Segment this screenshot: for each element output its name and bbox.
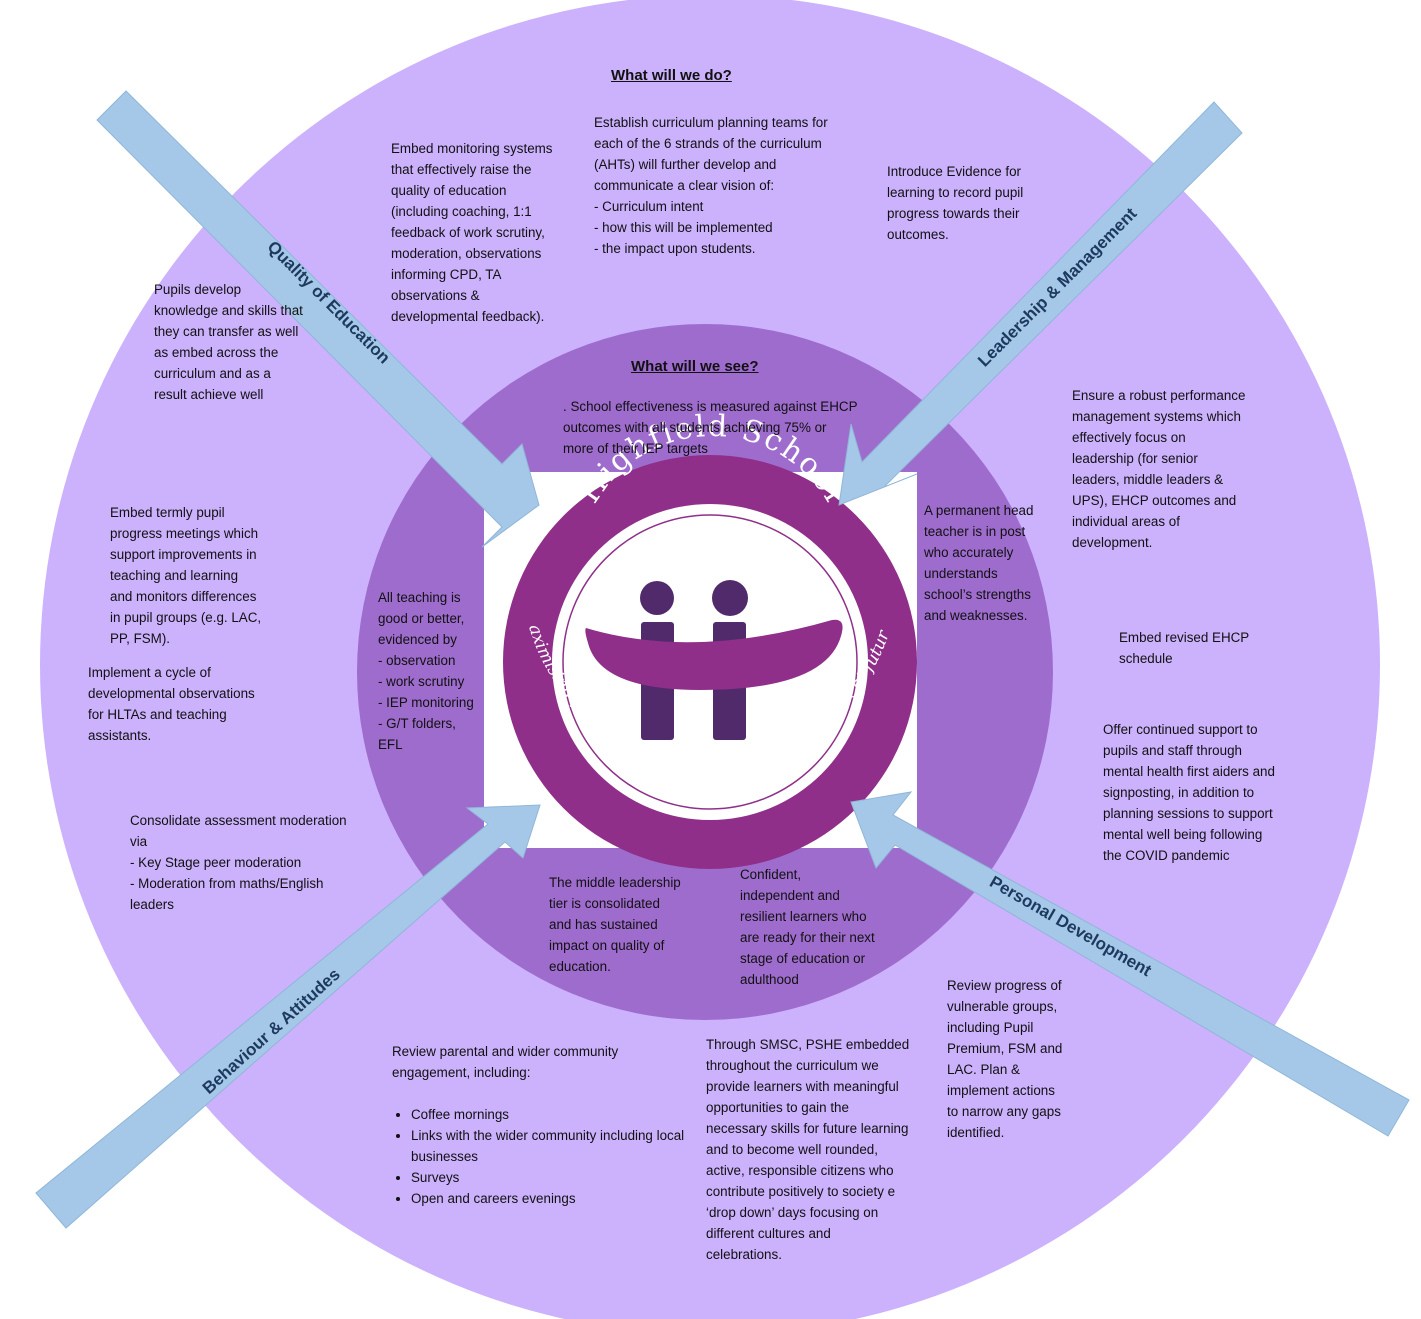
arrow-behaviour-shape bbox=[35, 804, 541, 1229]
text-observation-cycle: Implement a cycle of developmental obser… bbox=[88, 665, 255, 743]
parental-list: Coffee mornings Links with the wider com… bbox=[392, 1104, 697, 1209]
text-curriculum-teams: Establish curriculum planning teams for … bbox=[594, 115, 828, 256]
text-parental-engagement: Review parental and wider community enga… bbox=[392, 1020, 697, 1230]
text-ehcp-schedule: Embed revised EHCP schedule bbox=[1119, 630, 1250, 666]
list-item: Surveys bbox=[411, 1167, 697, 1188]
text-smsc-pshe: Through SMSC, PSHE embedded throughout t… bbox=[706, 1037, 910, 1262]
arrow-leadership-shape bbox=[838, 101, 1243, 506]
arrow-quality-shape bbox=[96, 90, 540, 548]
text-monitoring-systems: Embed monitoring systems that effectivel… bbox=[391, 141, 553, 324]
text-head-teacher: A permanent head teacher is in post who … bbox=[924, 503, 1034, 623]
text-all-teaching: All teaching is good or better, evidence… bbox=[378, 590, 474, 752]
text-pupils-develop: Pupils develop knowledge and skills that… bbox=[154, 282, 303, 402]
heading-what-will-we-do: What will we do? bbox=[611, 67, 732, 84]
logo-figure-head-left bbox=[640, 581, 674, 615]
logo-figure-head-right bbox=[712, 580, 748, 616]
text-vulnerable-groups: Review progress of vulnerable groups, in… bbox=[947, 978, 1063, 1140]
logo-smile bbox=[585, 619, 843, 690]
parental-intro: Review parental and wider community enga… bbox=[392, 1044, 619, 1080]
text-evidence-for-learning: Introduce Evidence for learning to recor… bbox=[887, 164, 1024, 242]
text-school-effectiveness: . School effectiveness is measured again… bbox=[563, 399, 858, 456]
logo-thin-ring bbox=[562, 514, 858, 810]
text-confident-learners: Confident, independent and resilient lea… bbox=[740, 867, 875, 987]
text-termly-meetings: Embed termly pupil progress meetings whi… bbox=[110, 505, 262, 646]
arrow-personal-shape bbox=[850, 791, 1410, 1137]
text-middle-leadership: The middle leadership tier is consolidat… bbox=[549, 875, 681, 974]
text-performance-management: Ensure a robust performance management s… bbox=[1072, 388, 1246, 550]
list-item: Links with the wider community including… bbox=[411, 1125, 697, 1167]
list-item: Open and careers evenings bbox=[411, 1188, 697, 1209]
text-continued-support: Offer continued support to pupils and st… bbox=[1103, 722, 1275, 863]
heading-what-will-we-see: What will we see? bbox=[631, 358, 759, 375]
text-assessment-moderation: Consolidate assessment moderation via - … bbox=[130, 813, 347, 912]
list-item: Coffee mornings bbox=[411, 1104, 697, 1125]
